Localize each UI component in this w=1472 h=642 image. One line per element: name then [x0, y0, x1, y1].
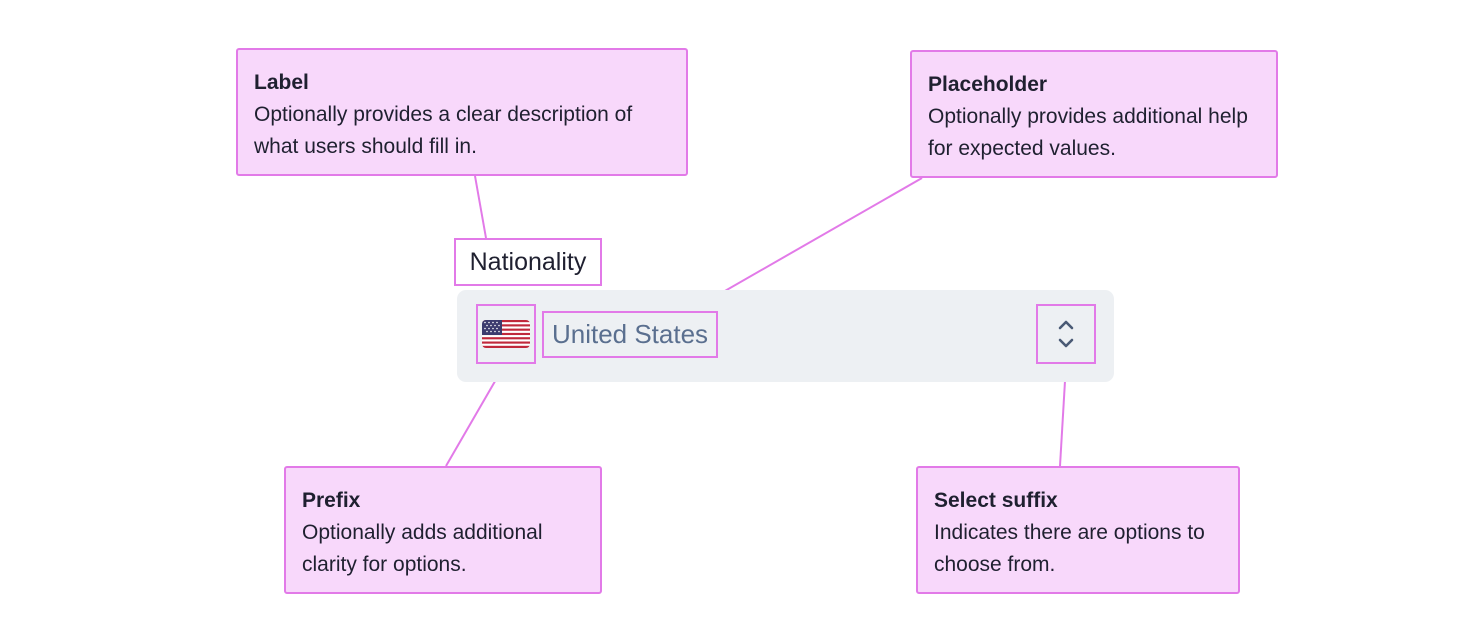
label-callout: Label Optionally provides a clear descri…	[236, 48, 688, 176]
prefix-callout-description: Optionally adds additional clarity for o…	[302, 521, 543, 576]
suffix-highlight[interactable]	[1036, 304, 1096, 364]
select-value[interactable]: United States	[542, 311, 718, 358]
label-callout-title: Label	[254, 71, 309, 94]
prefix-callout: Prefix Optionally adds additional clarit…	[284, 466, 602, 594]
us-flag-icon	[482, 320, 530, 348]
label-connector	[474, 175, 487, 239]
chevron-up-down-icon	[1058, 320, 1074, 348]
select-suffix-callout: Select suffix Indicates there are option…	[916, 466, 1240, 594]
nationality-select[interactable]	[457, 290, 1114, 382]
select-suffix-callout-title: Select suffix	[934, 489, 1058, 512]
placeholder-callout-title: Placeholder	[928, 73, 1048, 96]
select-suffix-callout-description: Indicates there are options to choose fr…	[934, 521, 1205, 576]
prefix-highlight	[476, 304, 536, 364]
placeholder-callout: Placeholder Optionally provides addition…	[910, 50, 1278, 178]
label-callout-description: Optionally provides a clear description …	[254, 103, 633, 158]
field-label: Nationality	[454, 238, 602, 286]
prefix-callout-title: Prefix	[302, 489, 361, 512]
placeholder-callout-description: Optionally provides additional help for …	[928, 105, 1248, 160]
